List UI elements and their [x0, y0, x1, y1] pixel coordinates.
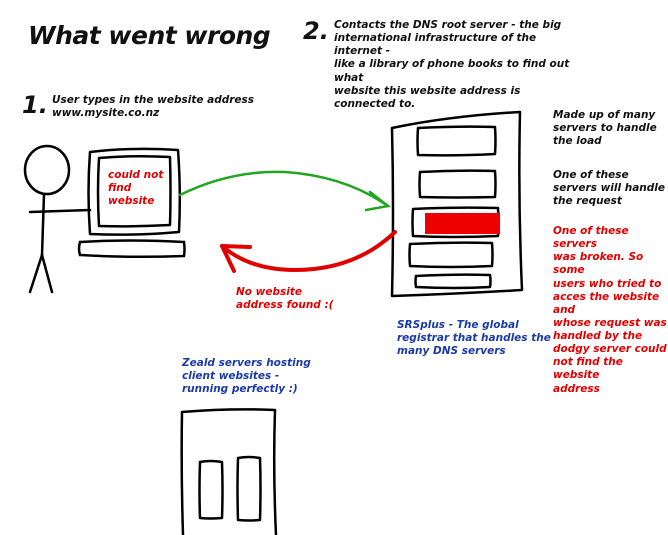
- error-line: address found :(: [236, 299, 334, 312]
- step-2-line: Contacts the DNS root server - the big: [334, 19, 562, 31]
- note-line: One of these: [553, 169, 629, 181]
- step-2-line: website this website address is connecte…: [334, 84, 521, 110]
- note-line: the load: [553, 135, 602, 148]
- step-2-number: 2.: [303, 17, 329, 45]
- screen-message-line: could not: [108, 169, 164, 181]
- note-line: users who tried to: [553, 277, 662, 290]
- computer-monitor-icon: [87, 147, 182, 236]
- note-line: Made up of many: [553, 109, 656, 121]
- dns-server-rack-icon: [390, 110, 524, 298]
- caption-line: running perfectly :): [182, 383, 298, 396]
- note-line: acces the website and: [553, 290, 660, 316]
- error-line: No website: [236, 286, 302, 298]
- caption-line: many DNS servers: [397, 345, 506, 358]
- note-line: dodgy server could: [553, 343, 667, 356]
- screen-message-line: find: [108, 182, 132, 195]
- zeald-caption: Zeald servers hosting client websites - …: [182, 357, 311, 396]
- note-line: servers will handle: [553, 182, 666, 195]
- request-arrow: [178, 170, 391, 212]
- step-1-text: User types in the website address www.my…: [52, 94, 254, 120]
- note-line: handled by the: [553, 330, 643, 342]
- zeald-server-rack-icon: [180, 408, 278, 535]
- one-server-note: One of these servers will handle the req…: [553, 169, 665, 208]
- srsplus-caption: SRSplus - The global registrar that hand…: [397, 319, 551, 358]
- broken-server-block: [425, 213, 500, 234]
- servers-note: Made up of many servers to handle the lo…: [553, 109, 657, 148]
- no-address-message: No website address found :(: [236, 286, 333, 312]
- note-line: One of these servers: [553, 225, 629, 251]
- step-1-number: 1.: [22, 91, 48, 119]
- broken-server-note: One of these servers was broken. So some…: [553, 225, 668, 396]
- caption-line: Zeald servers hosting: [182, 357, 311, 369]
- caption-line: client websites -: [182, 370, 280, 383]
- stick-figure-user-icon: [23, 144, 92, 294]
- note-line: the request: [553, 195, 622, 208]
- note-line: whose request was: [553, 316, 667, 329]
- note-line: servers to handle: [553, 122, 657, 135]
- step-1-line: User types in the website address: [52, 94, 255, 106]
- keyboard-icon: [77, 239, 186, 259]
- note-line: address: [553, 382, 600, 395]
- step-2-text: Contacts the DNS root server - the big i…: [334, 19, 574, 111]
- step-1-line: www.mysite.co.nz: [52, 107, 160, 120]
- page-title: What went wrong: [28, 21, 271, 50]
- screen-error-message: could not find website: [108, 169, 163, 208]
- caption-line: SRSplus - The global: [397, 319, 519, 331]
- caption-line: registrar that handles the: [397, 332, 551, 345]
- step-2-line: like a library of phone books to find ou…: [334, 58, 570, 84]
- note-line: not find the website: [553, 356, 623, 382]
- step-2-line: international infrastructure of the inte…: [334, 32, 537, 58]
- screen-message-line: website: [108, 195, 155, 208]
- note-line: was broken. So some: [553, 251, 644, 277]
- response-arrow: [220, 230, 397, 273]
